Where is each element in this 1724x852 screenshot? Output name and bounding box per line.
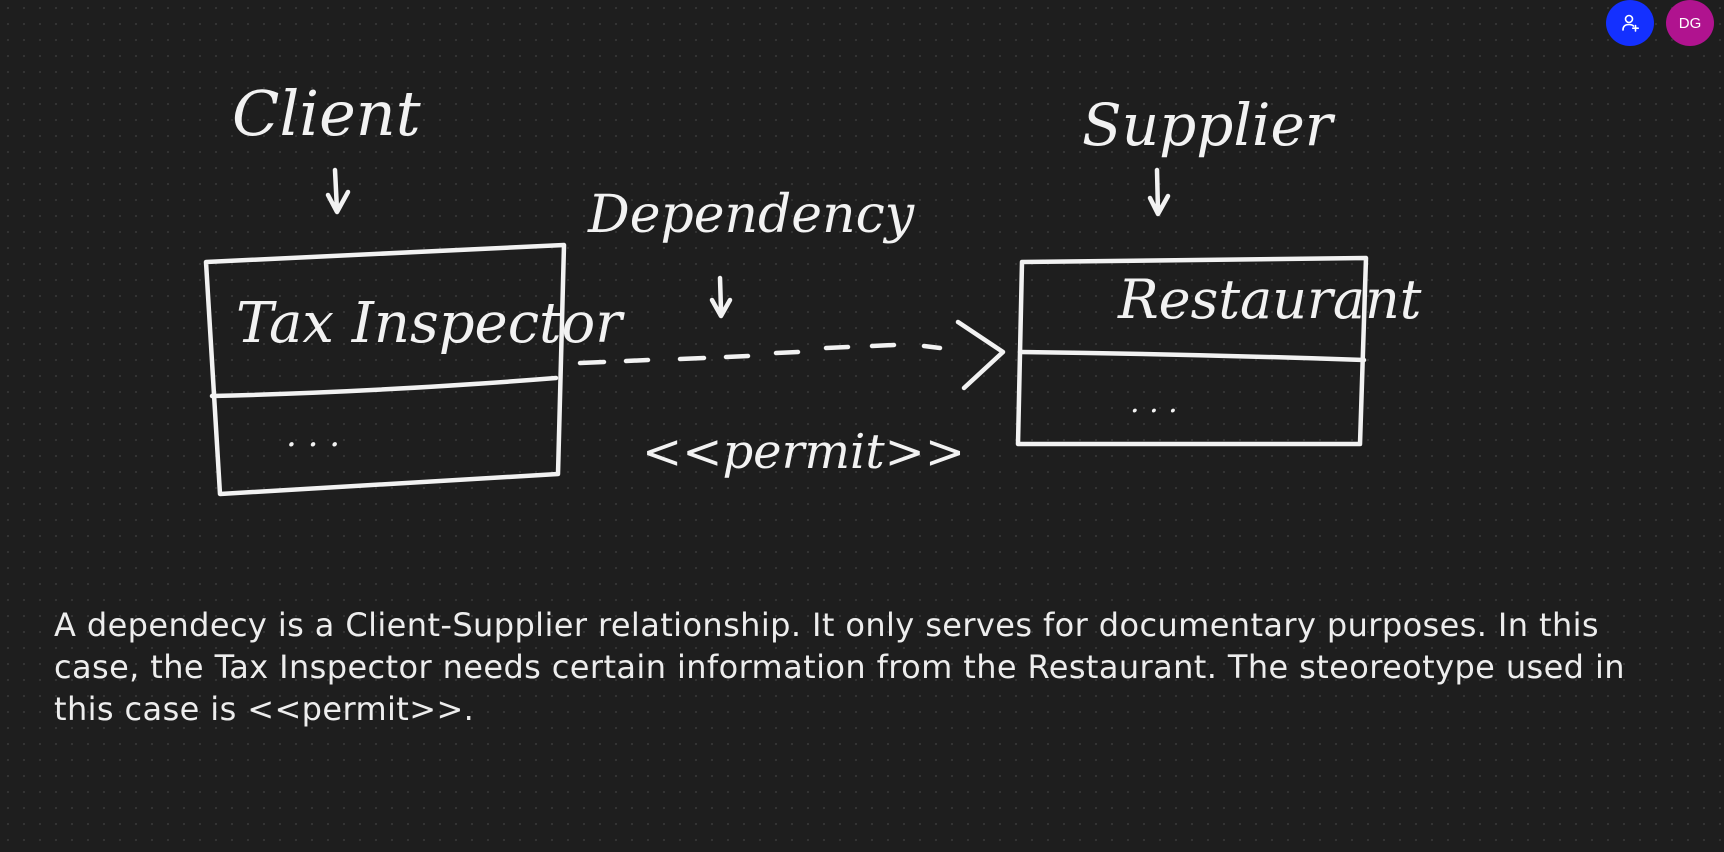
class-attributes-tax-inspector: . . . xyxy=(286,415,340,455)
class-name-tax-inspector: Tax Inspector xyxy=(236,291,625,356)
user-plus-icon xyxy=(1622,14,1639,32)
description-text[interactable]: A dependecy is a Client-Supplier relatio… xyxy=(54,606,1625,728)
user-avatar[interactable]: DG xyxy=(1666,0,1714,46)
dependency-arrow-line[interactable] xyxy=(577,319,1006,391)
supplier-label[interactable]: Supplier xyxy=(1082,91,1336,159)
share-collaboration-button[interactable] xyxy=(1606,0,1654,46)
stereotype-label[interactable]: <<permit>> xyxy=(642,424,965,480)
class-box-tax-inspector[interactable]: Tax Inspector . . . xyxy=(203,242,625,497)
client-label[interactable]: Client xyxy=(232,77,421,150)
dependency-label[interactable]: Dependency xyxy=(587,185,915,245)
class-name-restaurant: Restaurant xyxy=(1117,268,1422,331)
user-initials: DG xyxy=(1678,14,1702,32)
client-arrow[interactable] xyxy=(325,167,351,215)
supplier-arrow[interactable] xyxy=(1147,167,1171,217)
dependency-arrow[interactable] xyxy=(709,275,733,319)
class-box-restaurant[interactable]: Restaurant . . . xyxy=(1015,255,1422,447)
class-attributes-restaurant: . . . xyxy=(1130,385,1178,420)
